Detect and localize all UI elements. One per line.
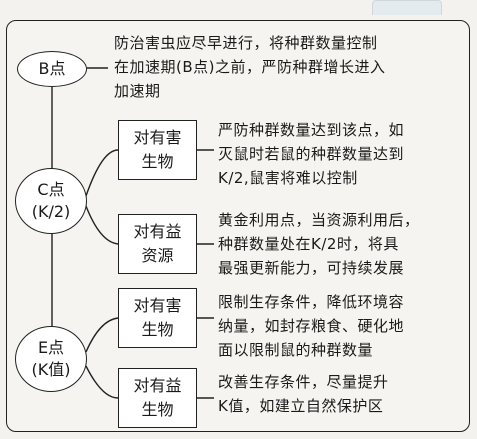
c-harmful-description: 严防种群数量达到该点，如 灭鼠时若鼠的种群数量达到 K/2,鼠害将难以控制: [218, 118, 404, 190]
c-point-ellipse: C点 (K/2): [15, 168, 87, 234]
b-point-label: B点: [38, 59, 66, 78]
c-harmful-box-line-2: 生物: [141, 152, 174, 171]
b-desc-line-2: 在加速期(B点)之前，严防种群增长进入: [114, 58, 386, 76]
e-branch-top: [85, 317, 119, 353]
e-point-ellipse: E点 (K值): [15, 326, 87, 392]
c-beneficial-desc-line-3: 最强更新能力，可持续发展: [218, 259, 405, 277]
c-beneficial-desc-line-2: 种群数量处在K/2时，将具: [218, 235, 399, 253]
c-point-label: C点: [37, 180, 65, 199]
e-point-sublabel: (K值): [31, 360, 71, 379]
e-harmful-desc-line-1: 限制生存条件，降低环境容: [218, 293, 405, 311]
e-branch-bottom: [85, 365, 119, 399]
e-harmful-box-line-1: 对有害: [133, 296, 182, 315]
c-harmful-desc-line-2: 灭鼠时若鼠的种群数量达到: [218, 145, 405, 163]
e-beneficial-description: 改善生存条件，尽量提升 K值，如建立自然保护区: [218, 370, 389, 418]
c-harmful-desc-line-3: K/2,鼠害将难以控制: [218, 169, 358, 187]
e-beneficial-box-line-2: 生物: [141, 400, 174, 419]
c-branch-top: [85, 149, 119, 197]
c-beneficial-box: 对有益 资源: [118, 214, 197, 274]
b-desc-line-3: 加速期: [114, 82, 161, 100]
e-beneficial-desc-line-2: K值，如建立自然保护区: [218, 397, 384, 415]
e-harmful-description: 限制生存条件，降低环境容 纳量，如封存粮食、硬化地 面以限制鼠的种群数量: [218, 290, 404, 362]
c-beneficial-box-line-1: 对有益: [133, 222, 182, 241]
c-beneficial-box-line-2: 资源: [141, 246, 174, 265]
b-desc-line-1: 防治害虫应尽早进行，将种群数量控制: [114, 34, 378, 52]
header-tab: [372, 0, 442, 15]
c-beneficial-description: 黄金利用点，当资源利用后， 种群数量处在K/2时，将具 最强更新能力，可持续发展: [218, 208, 420, 280]
e-beneficial-box: 对有益 生物: [118, 368, 197, 428]
e-beneficial-box-line-1: 对有益: [133, 376, 182, 395]
e-harmful-desc-line-3: 面以限制鼠的种群数量: [218, 341, 374, 359]
e-harmful-box: 对有害 生物: [118, 288, 197, 348]
c-point-sublabel: (K/2): [31, 202, 71, 221]
b-point-description: 防治害虫应尽早进行，将种群数量控制 在加速期(B点)之前，严防种群增长进入 加速…: [114, 31, 386, 103]
c-branch-bottom: [85, 205, 119, 245]
c-harmful-box: 对有害 生物: [118, 120, 197, 180]
e-harmful-desc-line-2: 纳量，如封存粮食、硬化地: [218, 317, 405, 335]
e-point-label: E点: [37, 338, 65, 357]
c-beneficial-desc-line-1: 黄金利用点，当资源利用后，: [218, 211, 420, 229]
e-beneficial-desc-line-1: 改善生存条件，尽量提升: [218, 373, 389, 391]
c-harmful-box-line-1: 对有害: [133, 128, 182, 147]
b-point-ellipse: B点: [17, 51, 87, 87]
c-harmful-desc-line-1: 严防种群数量达到该点，如: [218, 121, 405, 139]
e-harmful-box-line-2: 生物: [141, 320, 174, 339]
